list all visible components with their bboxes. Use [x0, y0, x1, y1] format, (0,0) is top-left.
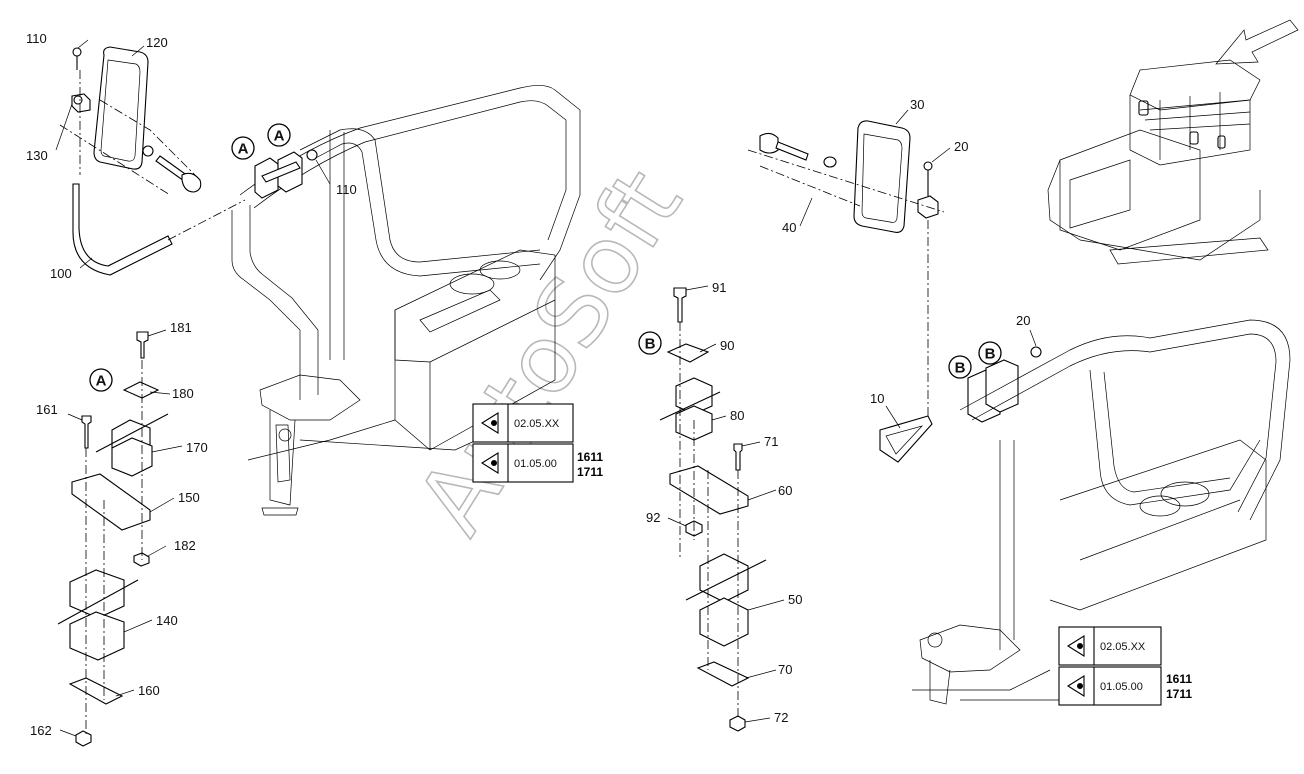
bolt-161	[81, 415, 92, 449]
part-number-labels: 110 120 130 110 100 181 180 161 170 150 …	[26, 31, 1030, 738]
plate-150	[71, 473, 151, 531]
label-20-a: 20	[954, 139, 968, 154]
bolt-71	[733, 443, 743, 471]
mirror-120	[93, 46, 149, 170]
mirror-30	[853, 120, 911, 233]
reference-code-01-05: 01.05.00	[514, 458, 557, 470]
label-180: 180	[172, 386, 194, 401]
plate-60	[669, 465, 749, 515]
label-50: 50	[788, 592, 802, 607]
eye-icon	[1066, 635, 1085, 657]
label-181: 181	[170, 320, 192, 335]
nut-162	[75, 730, 92, 747]
label-130: 130	[26, 148, 48, 163]
paver-overview-thumbnail	[1047, 19, 1299, 265]
label-161: 161	[36, 402, 58, 417]
reference-code-02-05-right: 02.05.XX	[1100, 641, 1146, 653]
label-60: 60	[778, 483, 792, 498]
watermark: AutoSoft	[397, 152, 703, 552]
callout-a-3: A	[89, 368, 113, 392]
eye-icon	[1066, 675, 1085, 697]
eye-icon	[480, 452, 499, 474]
bolt-110	[72, 47, 82, 57]
bracket-stack-center	[659, 287, 767, 732]
mirror-assembly-left	[59, 46, 246, 276]
label-150: 150	[178, 490, 200, 505]
frame-right	[879, 319, 1291, 705]
label-110-a: 110	[26, 31, 47, 46]
bolt-20-bottom	[1030, 346, 1042, 358]
label-40: 40	[782, 220, 796, 235]
clamp-50-bottom	[699, 597, 749, 647]
label-90: 90	[720, 338, 734, 353]
callout-b-3: B	[978, 341, 1002, 365]
eye-icon	[480, 412, 499, 434]
label-71: 71	[764, 434, 778, 449]
reference-serial-1711-right: 1711	[1166, 687, 1192, 701]
label-110-b: 110	[336, 182, 357, 197]
washer-90	[666, 343, 710, 363]
bolt-20-top	[923, 161, 933, 171]
reference-code-01-05-right: 01.05.00	[1100, 681, 1143, 693]
callout-b-1: B	[638, 331, 662, 355]
nut-72	[729, 715, 746, 732]
label-120: 120	[146, 35, 168, 50]
callout-b-2: B	[948, 355, 972, 379]
clamp-a-on-rail	[254, 149, 318, 199]
nut-182	[133, 552, 150, 567]
label-160: 160	[138, 683, 160, 698]
reference-code-02-05: 02.05.XX	[514, 418, 560, 430]
label-30: 30	[910, 97, 924, 112]
label-80: 80	[730, 408, 744, 423]
svg-text:B: B	[645, 336, 656, 353]
label-10: 10	[870, 391, 884, 406]
bracket-stack-left	[57, 331, 169, 747]
label-72: 72	[774, 710, 788, 725]
svg-text:A: A	[238, 141, 249, 158]
clamp-50-top	[699, 553, 749, 603]
label-162: 162	[30, 723, 52, 738]
label-92: 92	[646, 510, 660, 525]
mirror-assembly-right	[747, 120, 945, 420]
label-170: 170	[186, 440, 208, 455]
reference-boxes-center: 02.05.XX 01.05.00 1611 1711	[472, 403, 603, 483]
clamp-140-top	[69, 569, 125, 619]
detail-callouts: A A A B B B	[89, 123, 1002, 392]
bolt-91	[673, 287, 687, 323]
reference-boxes-right: 02.05.XX 01.05.00 1611 1711	[1058, 626, 1192, 706]
label-20-b: 20	[1016, 313, 1030, 328]
label-140: 140	[156, 613, 178, 628]
plate-70	[696, 661, 750, 687]
view-arrow-icon	[1215, 19, 1299, 65]
svg-text:B: B	[985, 346, 996, 363]
rod-10	[879, 415, 933, 463]
svg-text:A: A	[274, 128, 285, 145]
clamp-140-bottom	[69, 611, 125, 661]
clamp-80-top	[675, 377, 713, 415]
reference-serial-1611: 1611	[577, 450, 603, 464]
label-70: 70	[778, 662, 792, 677]
washer-180	[122, 381, 160, 399]
label-91: 91	[712, 280, 726, 295]
bolt-181	[136, 331, 149, 359]
label-182: 182	[174, 538, 196, 553]
svg-text:A: A	[96, 373, 107, 390]
svg-text:B: B	[955, 360, 966, 377]
plate-160	[68, 677, 124, 705]
rod-100	[72, 183, 173, 276]
reference-serial-1611-right: 1611	[1166, 672, 1192, 686]
leader-lines	[55, 39, 1037, 737]
callout-a-1: A	[231, 136, 255, 160]
callout-a-2: A	[267, 123, 291, 147]
reference-serial-1711: 1711	[577, 465, 603, 479]
label-100: 100	[50, 266, 72, 281]
